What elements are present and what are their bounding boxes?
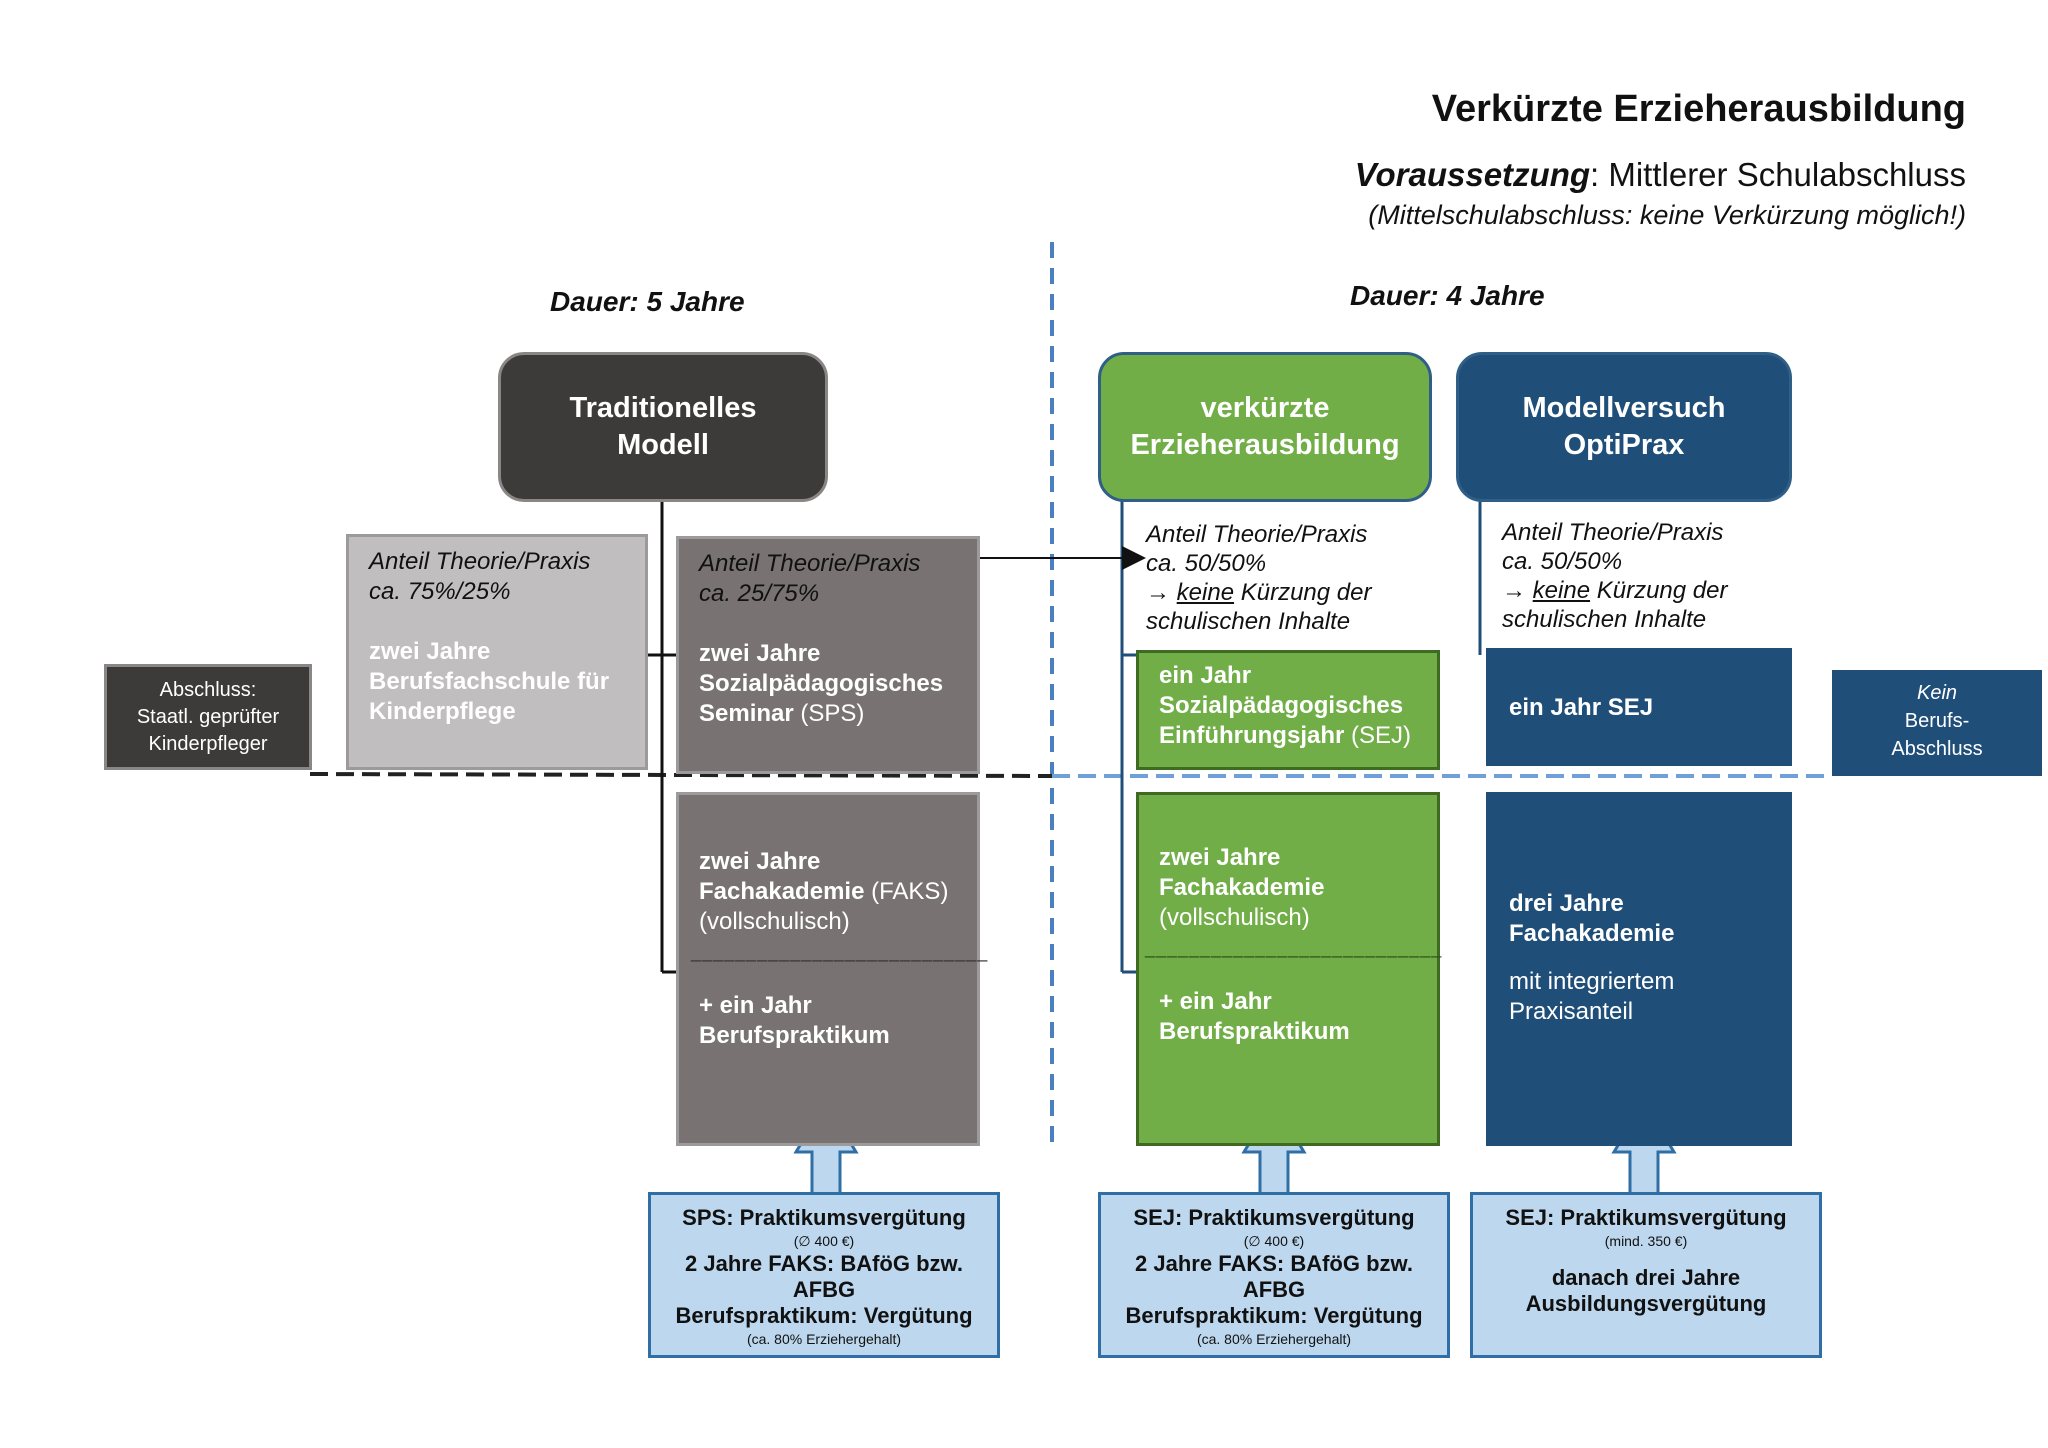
verkuerzte-note: Anteil Theorie/Praxis ca. 50/50% → keine… xyxy=(1146,521,1372,635)
sej-box-verkuerzte: ein Jahr Sozialpädagogisches Einführungs… xyxy=(1136,650,1440,770)
faks-box-verkuerzte: zwei Jahre Fachakademie (vollschulisch) … xyxy=(1136,792,1441,1146)
fa-box-optiprax: drei Jahre Fachakademie mit integriertem… xyxy=(1486,792,1792,1146)
kein-abschluss-box: Kein Berufs- Abschluss xyxy=(1832,670,2042,776)
faks-box-traditional: zwei Jahre Fachakademie (FAKS) (vollschu… xyxy=(676,792,987,1146)
page-title: Verkürzte Erzieherausbildung xyxy=(1431,88,1966,130)
duration-left: Dauer: 5 Jahre xyxy=(550,286,745,317)
funding-box-optiprax: SEJ: Praktikumsvergütung (mind. 350 €) d… xyxy=(1470,1192,1822,1358)
sps-box: Anteil Theorie/Praxis ca. 25/75% zwei Ja… xyxy=(676,536,980,774)
prerequisite-line: Voraussetzung: Mittlerer Schulabschluss xyxy=(1355,156,1966,194)
prerequisite-value: : Mittlerer Schulabschluss xyxy=(1590,156,1966,193)
kinderpflege-box: Anteil Theorie/Praxis ca. 75%/25% zwei J… xyxy=(346,534,648,770)
prerequisite-key: Voraussetzung xyxy=(1354,156,1591,193)
sej-box-optiprax: ein Jahr SEJ xyxy=(1486,648,1792,766)
funding-box-traditional: SPS: Praktikumsvergütung (∅ 400 €) 2 Jah… xyxy=(648,1192,1000,1358)
funding-box-verkuerzte: SEJ: Praktikumsvergütung (∅ 400 €) 2 Jah… xyxy=(1098,1192,1450,1358)
abschluss-box: Abschluss: Staatl. geprüfter Kinderpfleg… xyxy=(104,664,312,770)
horizontal-divider-left xyxy=(309,772,1053,778)
duration-right: Dauer: 4 Jahre xyxy=(1350,280,1545,311)
prerequisite-note: (Mittelschulabschluss: keine Verkürzung … xyxy=(1368,200,1966,230)
optiprax-note: Anteil Theorie/Praxis ca. 50/50% → keine… xyxy=(1502,519,1728,633)
